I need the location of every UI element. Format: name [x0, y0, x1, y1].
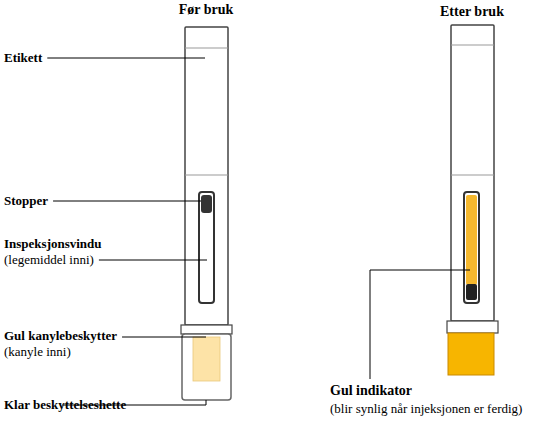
part-name: Gul kanylebeskytter — [4, 328, 117, 343]
inspection-window — [464, 192, 479, 303]
needle-guard — [448, 333, 494, 375]
pen-body — [185, 27, 228, 325]
pen-collar — [181, 325, 232, 334]
pen-collar — [447, 321, 498, 333]
leader-line — [53, 201, 201, 202]
part-name: Inspeksjonsvindu — [4, 236, 102, 251]
part-name: Etikett — [4, 50, 42, 65]
pen-body — [451, 25, 494, 321]
label-edge — [185, 48, 228, 49]
needle-guard — [193, 337, 220, 381]
leader-line — [370, 270, 470, 379]
leader-line — [99, 260, 207, 261]
label-edge — [451, 45, 494, 46]
leader-line — [122, 337, 206, 338]
body-divider — [451, 175, 494, 176]
stopper — [466, 284, 477, 300]
part-note: (legemiddel inni) — [4, 252, 94, 267]
part-name: Klar beskyttelseshette — [4, 397, 129, 412]
part-name: Stopper — [4, 193, 48, 208]
yellow-indicator — [466, 195, 477, 285]
part-note: (kanyle inni) — [4, 344, 71, 359]
part-note: (blir synlig når injeksjonen er ferdig) — [330, 401, 528, 416]
panel-heading: Før bruk — [179, 2, 234, 17]
inspection-window — [199, 192, 214, 303]
part-name: Gul indikator — [330, 383, 412, 398]
clear-cap — [182, 334, 231, 400]
body-divider — [185, 175, 228, 176]
stopper — [201, 195, 212, 213]
leader-line — [47, 58, 205, 59]
panel-heading: Etter bruk — [440, 4, 504, 19]
